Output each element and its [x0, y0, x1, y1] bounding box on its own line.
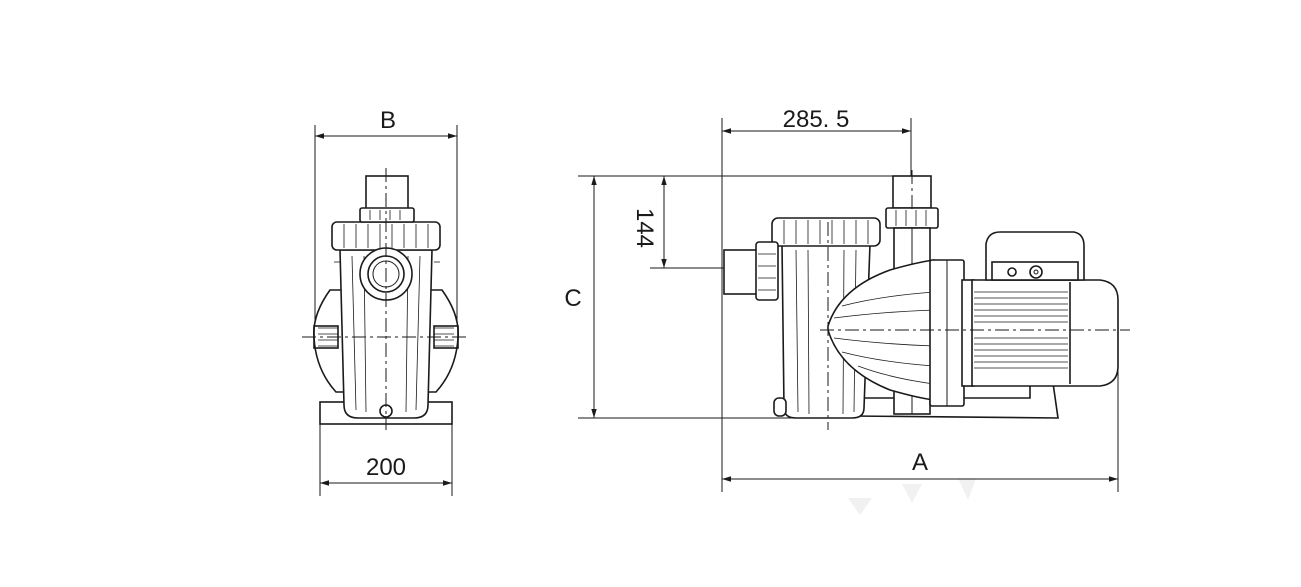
dimension-200-label: 200 [366, 454, 406, 481]
dimension-a-label: A [912, 449, 928, 476]
dimension-b-label: B [380, 107, 396, 134]
dimension-285-5-label: 285. 5 [783, 106, 850, 133]
dimension-b: B [314, 107, 458, 330]
dimension-200: 200 [319, 424, 453, 496]
watermark [848, 478, 976, 515]
dimension-144-label: 144 [631, 208, 658, 248]
dimension-c-label: C [564, 285, 581, 312]
side-view: 285. 5 C 144 [564, 106, 1130, 492]
dimension-a: A [722, 300, 1119, 492]
dimension-144: 144 [631, 176, 760, 269]
dimension-285-5: 285. 5 [721, 106, 912, 492]
front-view: B [302, 107, 470, 496]
